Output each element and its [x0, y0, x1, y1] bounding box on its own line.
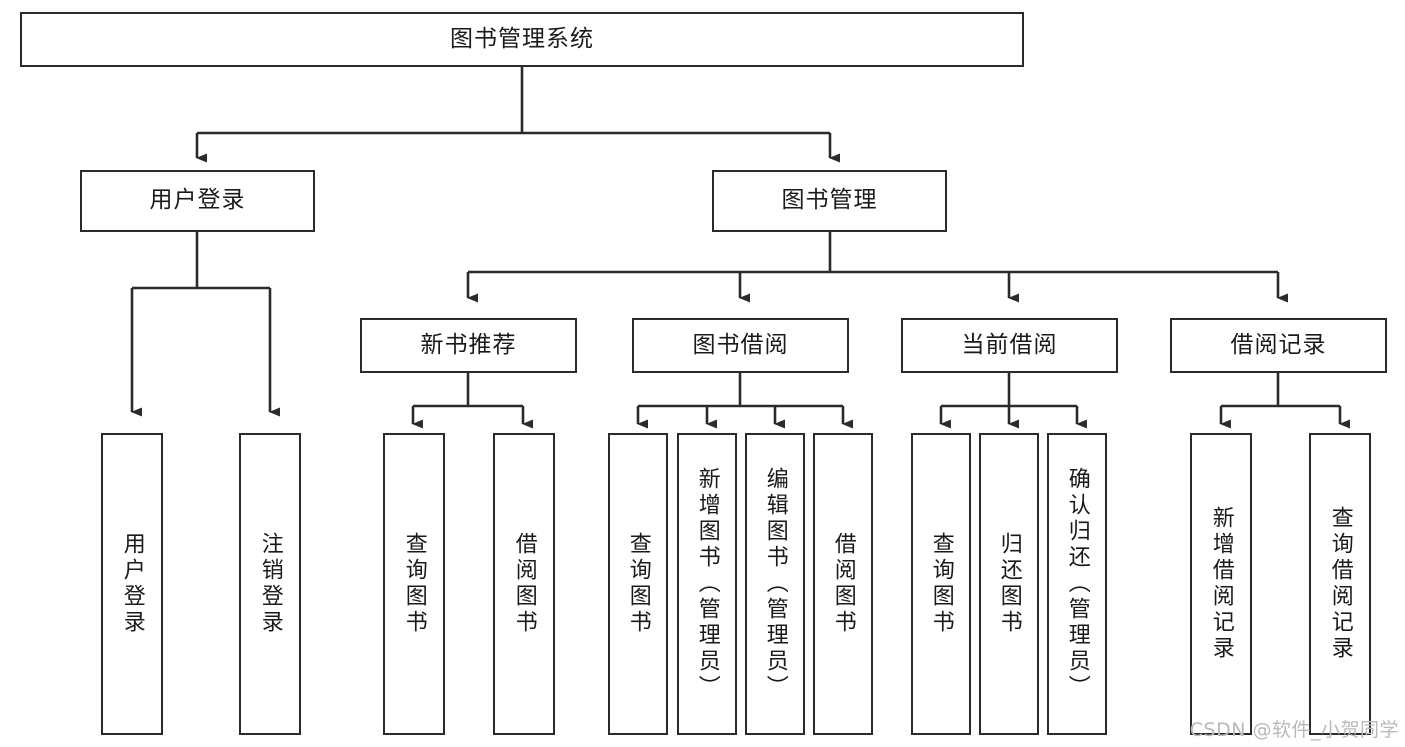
leaf-add-record-label: 新增借阅记录	[1208, 506, 1234, 662]
node-new-book-rec[interactable]: 新书推荐	[360, 318, 577, 373]
node-user-login[interactable]: 用户登录	[80, 170, 315, 232]
leaf-query-record[interactable]: 查询借阅记录	[1309, 433, 1371, 735]
leaf-query-book-3[interactable]: 查询图书	[911, 433, 971, 735]
node-root[interactable]: 图书管理系统	[20, 12, 1024, 67]
node-book-borrow[interactable]: 图书借阅	[632, 318, 849, 373]
watermark: CSDN @软件_小贺同学	[1189, 719, 1399, 741]
leaf-borrow-book-1[interactable]: 借阅图书	[493, 433, 555, 735]
node-book-manage[interactable]: 图书管理	[712, 170, 947, 232]
node-current-borrow-label: 当前借阅	[961, 331, 1058, 358]
leaf-return-book-label: 归还图书	[996, 532, 1022, 636]
leaf-borrow-book-2-label: 借阅图书	[830, 532, 856, 636]
leaf-edit-book-label: 编辑图书（管理员）	[762, 467, 788, 701]
leaf-query-book-2-label: 查询图书	[625, 532, 651, 636]
node-root-label: 图书管理系统	[450, 25, 594, 52]
leaf-logout[interactable]: 注销登录	[239, 433, 301, 735]
leaf-query-book-1-label: 查询图书	[401, 532, 427, 636]
leaf-user-login[interactable]: 用户登录	[101, 433, 163, 735]
leaf-query-book-1[interactable]: 查询图书	[383, 433, 445, 735]
node-book-manage-label: 图书管理	[781, 187, 878, 214]
leaf-confirm-return[interactable]: 确认归还（管理员）	[1047, 433, 1107, 735]
node-borrow-record-label: 借阅记录	[1230, 331, 1327, 358]
leaf-query-book-2[interactable]: 查询图书	[608, 433, 668, 735]
node-borrow-record[interactable]: 借阅记录	[1170, 318, 1387, 373]
leaf-return-book[interactable]: 归还图书	[979, 433, 1039, 735]
node-user-login-label: 用户登录	[149, 187, 246, 214]
leaf-add-book-label: 新增图书（管理员）	[694, 467, 720, 701]
node-book-borrow-label: 图书借阅	[692, 331, 789, 358]
leaf-add-record[interactable]: 新增借阅记录	[1190, 433, 1252, 735]
node-new-book-rec-label: 新书推荐	[420, 331, 517, 358]
leaf-borrow-book-2[interactable]: 借阅图书	[813, 433, 873, 735]
leaf-query-record-label: 查询借阅记录	[1327, 506, 1353, 662]
node-current-borrow[interactable]: 当前借阅	[901, 318, 1118, 373]
leaf-add-book[interactable]: 新增图书（管理员）	[677, 433, 737, 735]
leaf-borrow-book-1-label: 借阅图书	[511, 532, 537, 636]
leaf-query-book-3-label: 查询图书	[928, 532, 954, 636]
leaf-user-login-label: 用户登录	[119, 532, 145, 636]
leaf-logout-label: 注销登录	[257, 532, 283, 636]
leaf-edit-book[interactable]: 编辑图书（管理员）	[745, 433, 805, 735]
leaf-confirm-return-label: 确认归还（管理员）	[1064, 467, 1090, 701]
